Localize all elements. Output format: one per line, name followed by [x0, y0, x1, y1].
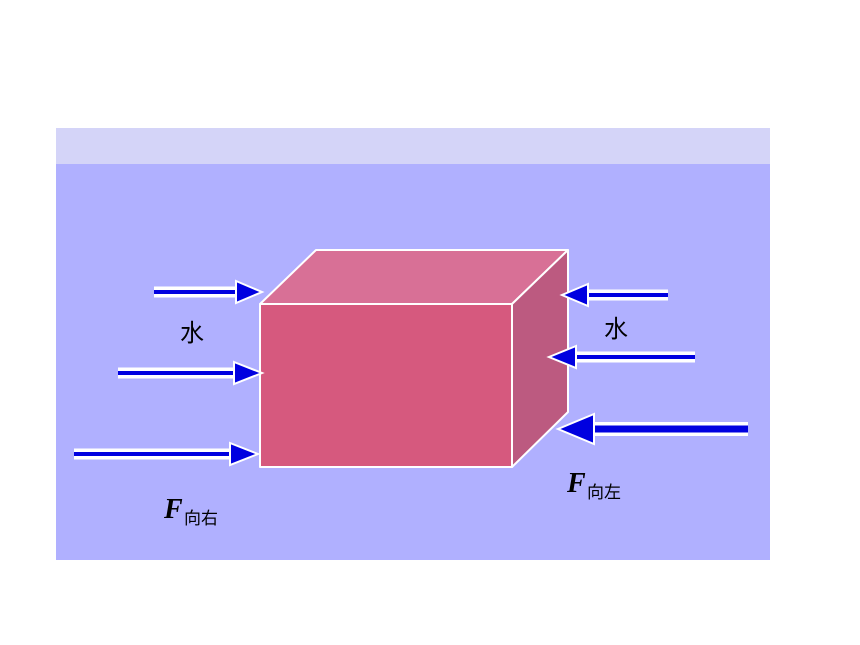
arrow-right-3: [74, 441, 261, 467]
arrow-right-1: [154, 279, 265, 305]
arrow-right-2: [118, 360, 265, 386]
arrow-left-1: [559, 282, 668, 308]
force-right-symbol: F: [163, 494, 183, 525]
arrow-left-3: [555, 412, 748, 446]
force-label-right: F 向右: [163, 494, 218, 529]
force-right-subscript: 向右: [184, 509, 218, 529]
force-label-left: F 向左: [566, 468, 621, 503]
force-left-subscript: 向左: [587, 483, 621, 503]
water-label-left: 水: [180, 319, 204, 347]
cube-front-face: [259, 303, 513, 468]
water-label-right: 水: [604, 315, 628, 343]
water-surface-band: [56, 128, 770, 164]
arrow-left-2: [546, 344, 695, 370]
force-left-symbol: F: [566, 468, 586, 499]
submerged-cube: [259, 249, 569, 468]
